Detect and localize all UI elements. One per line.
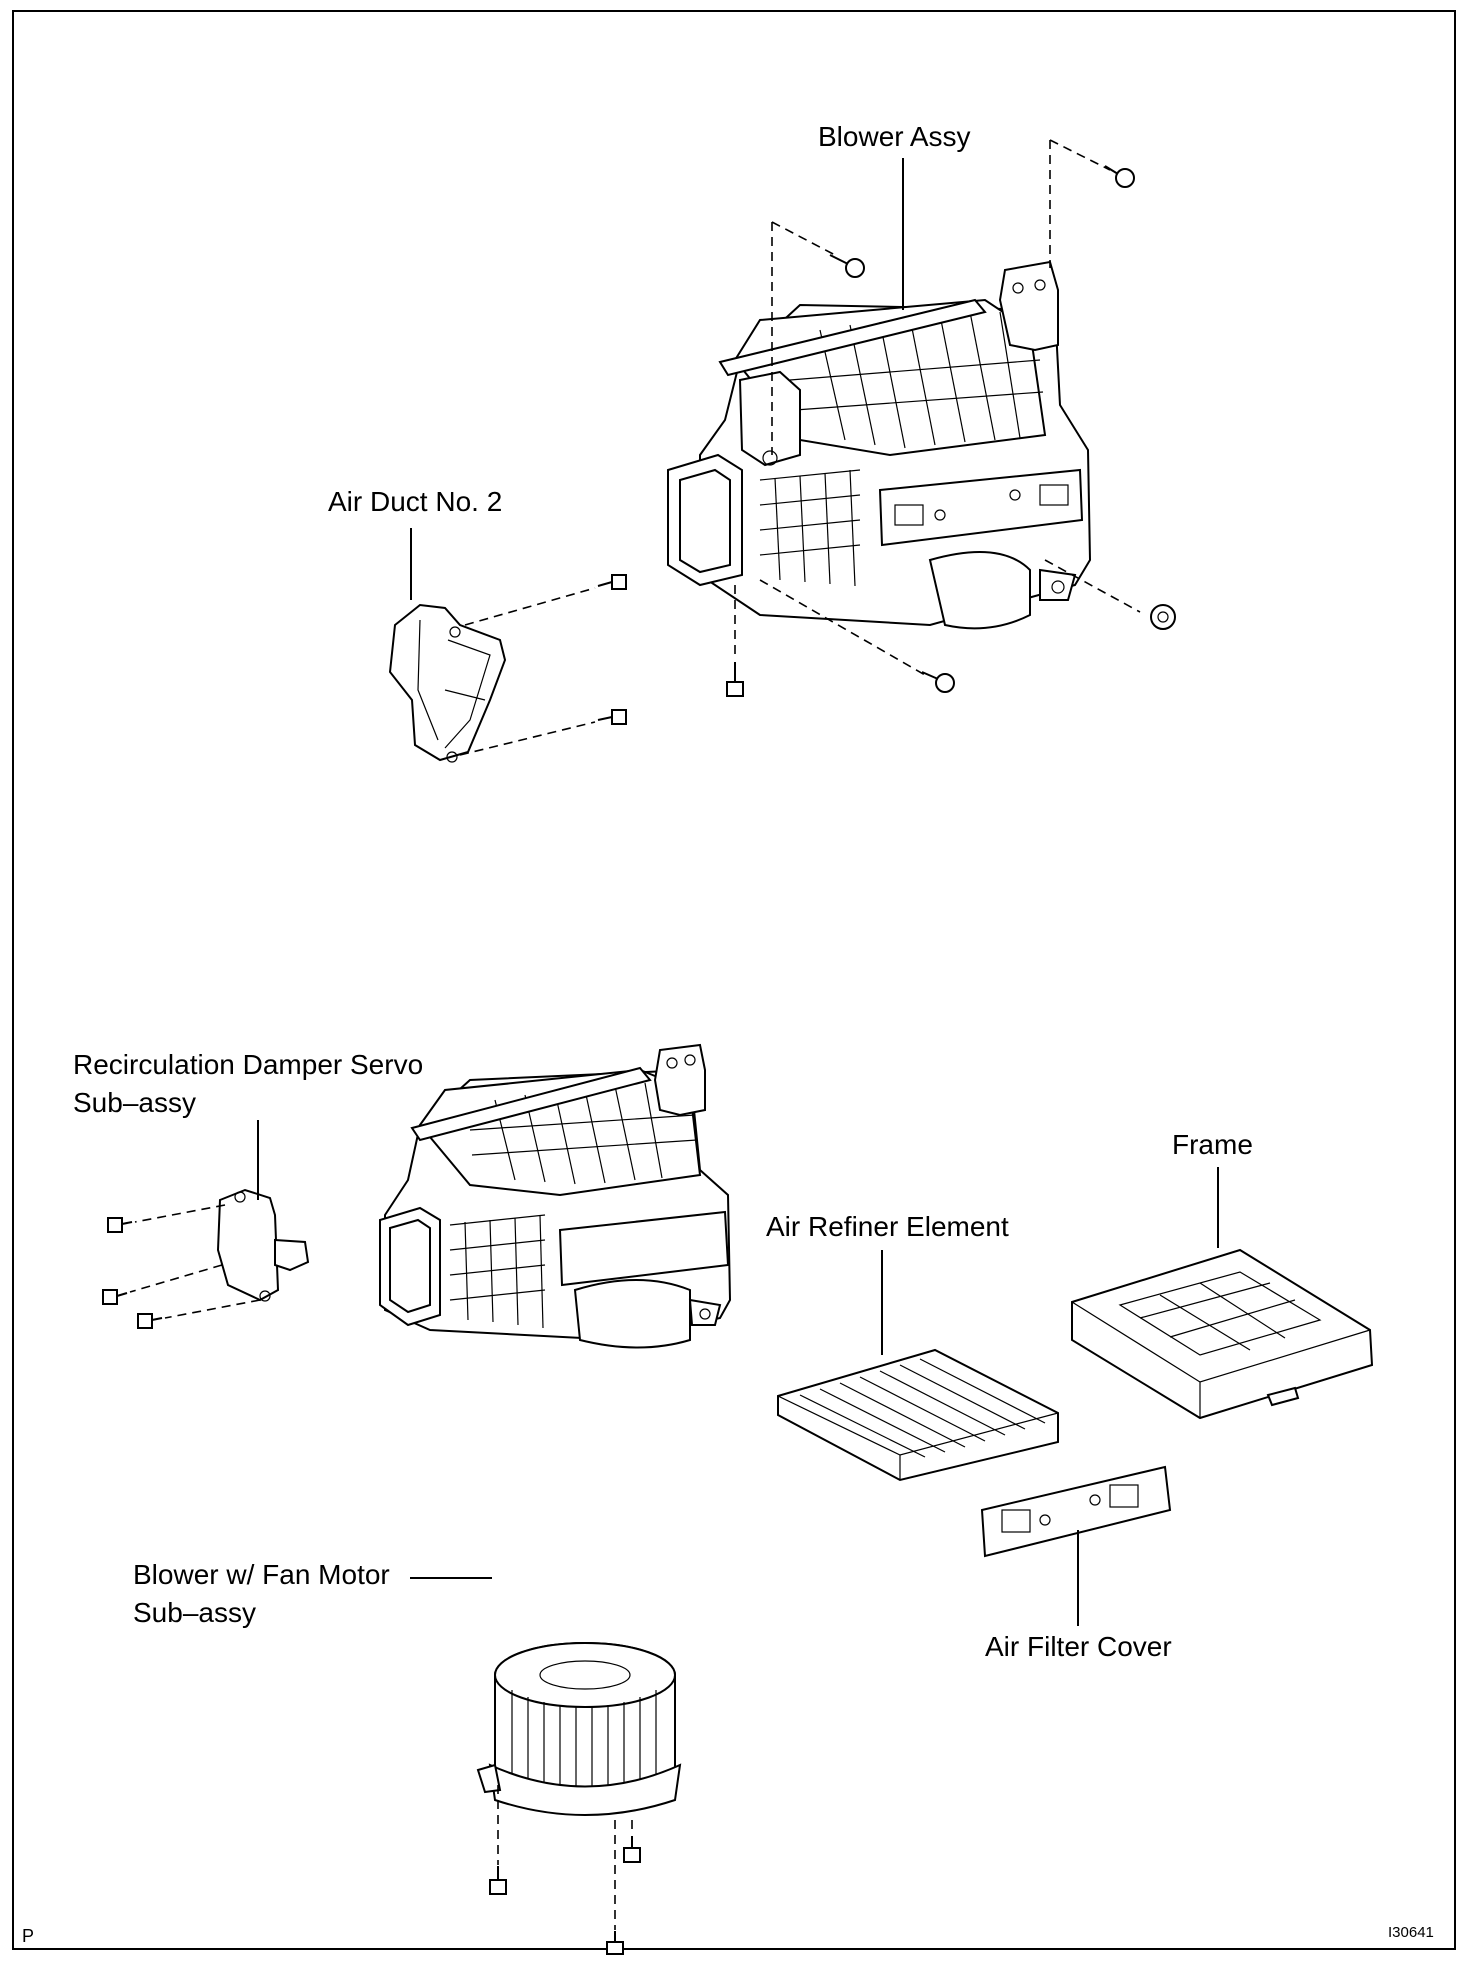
label-air-filter-cover: Air Filter Cover [985,1631,1172,1662]
screw-icon-servo-1 [107,1217,133,1233]
label-blower-assy: Blower Assy [818,121,971,152]
label-blower-fan-motor-line1: Blower w/ Fan Motor [133,1559,390,1590]
screw-icon-motor-2 [623,1836,641,1863]
label-recirc-servo-line1: Recirculation Damper Servo [73,1049,424,1080]
label-frame: Frame [1172,1129,1253,1160]
air-filter-cover-part [980,1465,1172,1558]
bolt-icon-top-right [1104,165,1135,188]
blower-assy-top-fasteners [726,139,1176,697]
nut-icon-right [1150,604,1176,630]
blower-assy-top [667,260,1092,630]
recirculation-damper-servo-part [216,1188,310,1302]
screw-icon-duct-top [597,574,627,590]
bolt-icon-top-left [829,254,865,278]
air-duct-fasteners [459,574,627,756]
blower-housing-exploded [379,1043,732,1349]
label-blower-fan-motor-line2: Sub–assy [133,1597,256,1628]
screw-icon-bottom-left [726,662,744,697]
frame-part [1071,1248,1374,1420]
screw-icon-servo-3 [137,1313,163,1329]
label-air-duct-no2: Air Duct No. 2 [328,486,503,517]
diagram-frame [12,10,1456,1950]
figure-code: I30641 [1388,1924,1434,1941]
blower-fan-motor-fasteners [489,1785,641,1955]
footer-left-mark: P [22,1926,35,1946]
screw-icon-servo-2 [102,1289,128,1305]
screw-icon-duct-bottom [597,709,627,725]
bolt-icon-bottom-mid [921,671,955,693]
label-recirc-servo-line2: Sub–assy [73,1087,196,1118]
air-duct-no2-part [388,603,507,763]
recirc-servo-fasteners [102,1204,261,1329]
label-air-refiner-element: Air Refiner Element [766,1211,1009,1242]
blower-fan-motor-part [476,1642,682,1816]
air-refiner-element-part [777,1348,1059,1482]
screw-icon-motor-3 [606,1931,624,1955]
screw-icon-motor-1 [489,1866,507,1895]
